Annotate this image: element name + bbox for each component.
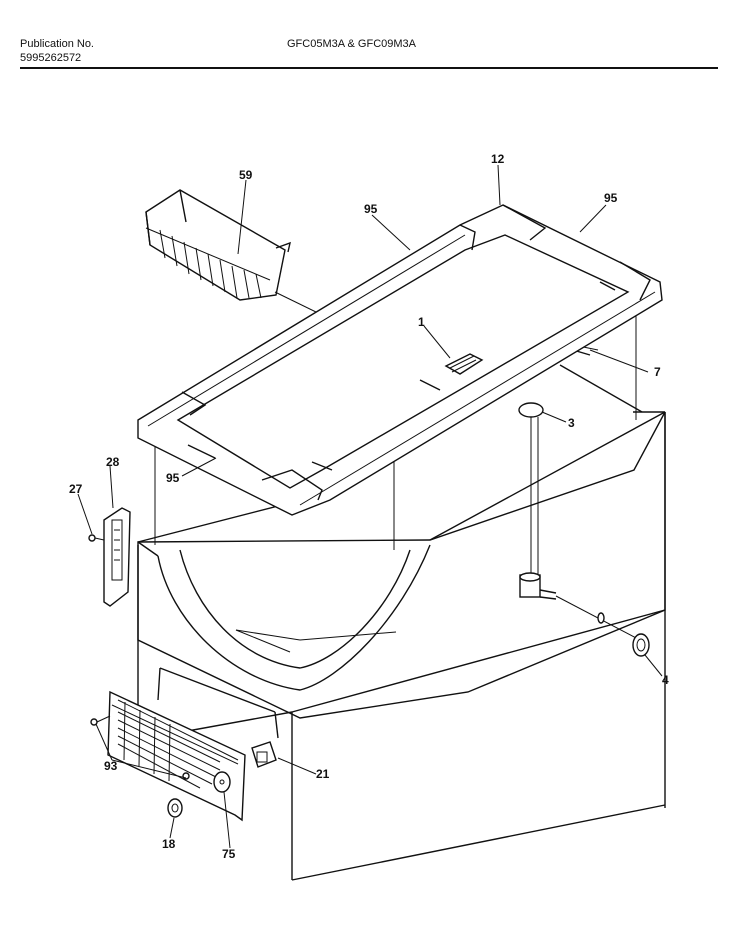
drain-plug-part-3: [518, 402, 544, 578]
callout-12: 12: [491, 152, 505, 166]
callout-1: 1: [418, 315, 425, 329]
callout-95-top-left: 95: [364, 202, 378, 216]
control-part-21: [251, 741, 277, 768]
latch-part-1: [444, 353, 484, 375]
hinge-part-28: [103, 507, 131, 607]
publication-label: Publication No.: [20, 38, 94, 50]
header-rule: [20, 67, 718, 69]
callout-28: 28: [106, 455, 120, 469]
screw-part-27: [88, 534, 105, 542]
callout-93: 93: [104, 759, 118, 773]
callout-95-top-right: 95: [604, 191, 618, 205]
callout-59: 59: [239, 168, 253, 182]
callout-95-left: 95: [166, 471, 180, 485]
drain-tube: [519, 572, 641, 641]
callout-7: 7: [654, 365, 661, 379]
grille-panel-part-75: [107, 667, 279, 822]
model-numbers: GFC05M3A & GFC09M3A: [287, 38, 416, 50]
callout-27: 27: [69, 482, 83, 496]
leader-lines: [77, 164, 663, 849]
screws-part-93: [90, 715, 190, 780]
callout-21: 21: [316, 767, 330, 781]
drain-cap-part-4: [632, 633, 650, 657]
callout-4: 4: [662, 673, 669, 687]
callout-75: 75: [222, 847, 236, 861]
wire-basket-part-59: [145, 189, 291, 301]
callout-labels: 59 95 12 95 1 7 3 28 27 95 4 21 93 18 75: [69, 152, 669, 861]
gasket-frame: [137, 204, 663, 516]
callout-18: 18: [162, 837, 176, 851]
callout-3: 3: [568, 416, 575, 430]
publication-number: 5995262572: [20, 52, 82, 64]
knob-part-18: [167, 798, 183, 818]
